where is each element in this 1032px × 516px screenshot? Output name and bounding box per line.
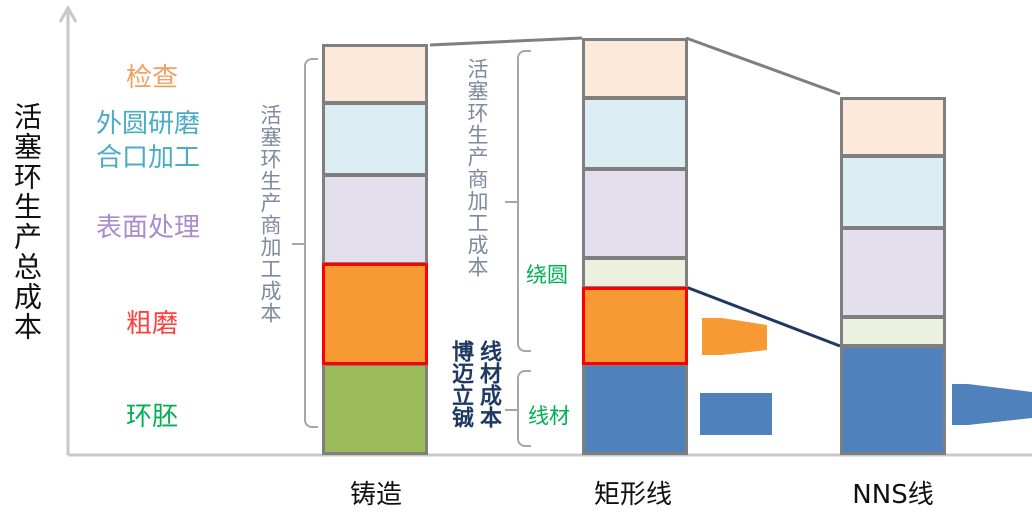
processor-cost-bracket-2 (505, 50, 531, 352)
bar-segment-od-grinding (582, 97, 688, 170)
label-rough-grinding: 粗磨 (126, 309, 179, 339)
connector-top-2 (685, 36, 841, 96)
supplier-label: 博迈立铖 (448, 340, 473, 428)
nns-wire-shape-icon (952, 384, 1032, 425)
y-axis-arrow-icon (58, 4, 78, 23)
bar-segment-coiling (582, 257, 688, 289)
label-od-grinding-1: 外圆研磨 (96, 109, 201, 139)
bar-segment-surface-treatment (840, 227, 946, 318)
wire-cost-label: 线材成本 (476, 340, 501, 428)
connector-top-1 (429, 36, 583, 47)
label-od-grinding-2: 合口加工 (96, 143, 201, 173)
rect-wire-shape-icon (700, 393, 772, 435)
bar-segment-rough-grinding (322, 263, 428, 365)
processor-cost-label-1: 活塞环生产商加工成本 (258, 104, 282, 324)
bar-segment-inspection (840, 97, 946, 157)
x-label-rect-wire: 矩形线 (593, 480, 673, 510)
label-blank: 环胚 (126, 402, 179, 432)
bar-segment-coiling (840, 316, 946, 347)
processor-cost-bracket-1 (292, 58, 318, 428)
processor-cost-label-2: 活塞环生产商加工成本 (465, 58, 489, 278)
label-inspection: 检查 (126, 63, 179, 93)
bar-segment-surface-treatment (322, 174, 428, 265)
bar-segment-od-grinding (840, 155, 946, 229)
bar-segment-inspection (322, 44, 428, 104)
label-surface-treatment: 表面处理 (96, 213, 201, 243)
x-label-casting: 铸造 (349, 480, 403, 510)
coiling-label: 绕圆 (526, 263, 568, 287)
x-label-nns-wire: NNS线 (852, 480, 934, 510)
wire-cost-bracket (505, 370, 531, 447)
connector-wire (685, 285, 841, 348)
bar-segment-od-grinding (322, 102, 428, 176)
rough-ring-shape-icon (702, 318, 767, 355)
bar-segment-blank (322, 363, 428, 455)
bar-segment-inspection (582, 38, 688, 99)
bar-segment-rough-grinding (582, 287, 688, 365)
bar-segment-wire (582, 363, 688, 455)
bar-segment-wire (840, 345, 946, 455)
wire-label: 线材 (528, 404, 570, 428)
y-axis-label: 活塞环生产总成本 (10, 102, 43, 342)
bar-segment-surface-treatment (582, 168, 688, 259)
